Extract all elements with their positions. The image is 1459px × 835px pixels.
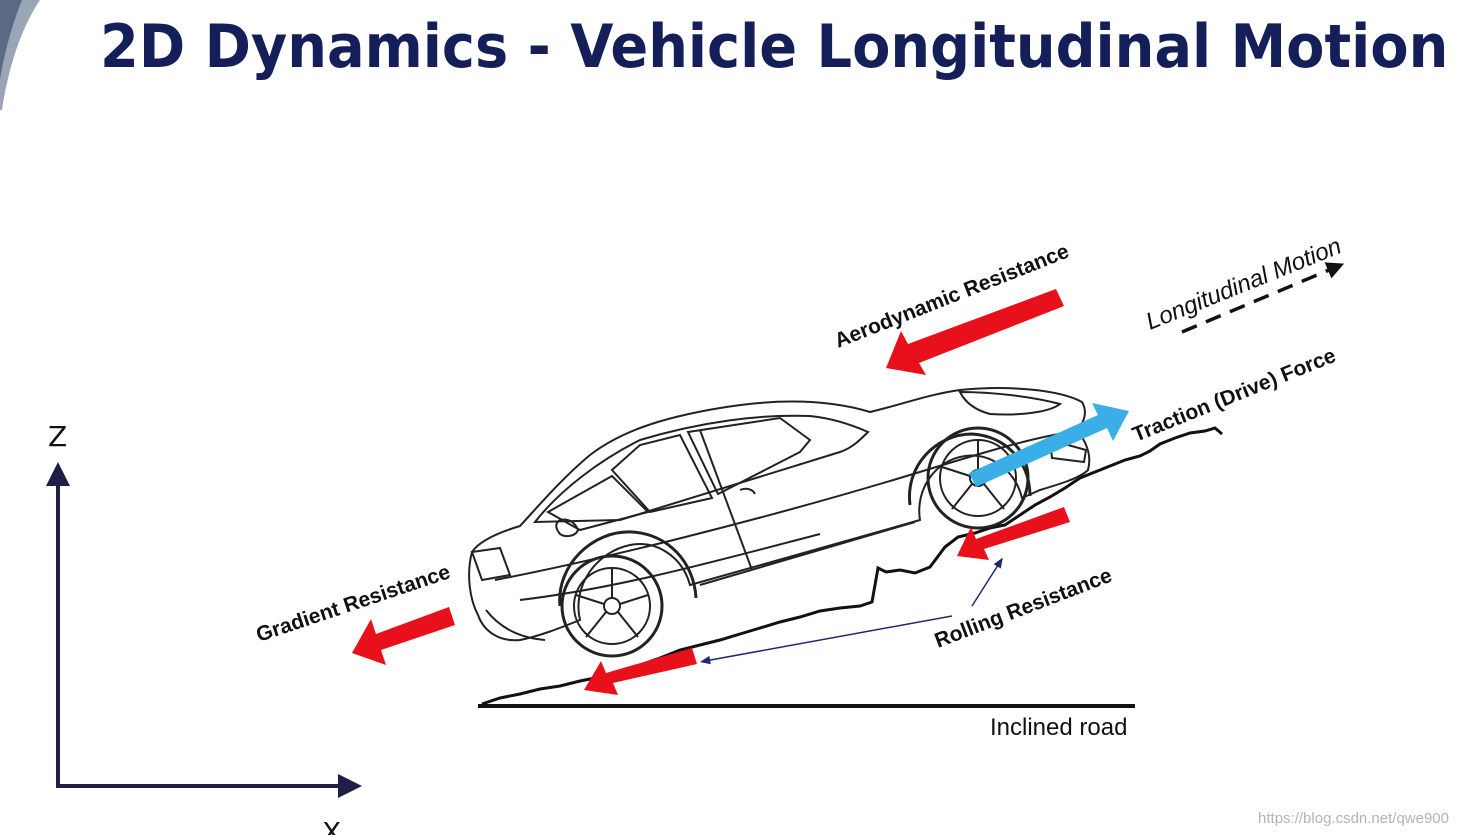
watermark: https://blog.csdn.net/qwe900: [1258, 810, 1449, 827]
force-arrows: [352, 262, 1345, 695]
rolling-resistance-rear-arrow: [584, 648, 697, 695]
longitudinal-motion-label: Longitudinal Motion: [1142, 233, 1345, 336]
gradient-resistance-arrow: [352, 607, 455, 665]
rear-wheel: [560, 554, 664, 658]
front-wheel: [926, 426, 1030, 530]
longitudinal-motion-arrow: [1181, 262, 1345, 334]
aerodynamic-resistance-arrow: [886, 289, 1064, 375]
slide-corner-decoration: [0, 0, 40, 110]
car-illustration: [468, 387, 1091, 658]
x-axis-label: X: [322, 816, 341, 835]
road-label: Inclined road: [990, 714, 1127, 741]
rolling-pointer-front: [971, 557, 1003, 607]
rolling-resistance-front-arrow: [957, 507, 1070, 560]
z-axis-label: Z: [48, 420, 67, 453]
slide-title: 2D Dynamics - Vehicle Longitudinal Motio…: [100, 12, 1449, 82]
rolling-resistance-label: Rolling Resistance: [932, 564, 1116, 653]
coordinate-axes: Z X: [46, 420, 362, 835]
traction-force-arrow: [969, 403, 1129, 487]
rolling-pointer-rear: [699, 615, 953, 665]
traction-force-label: Traction (Drive) Force: [1129, 344, 1339, 447]
